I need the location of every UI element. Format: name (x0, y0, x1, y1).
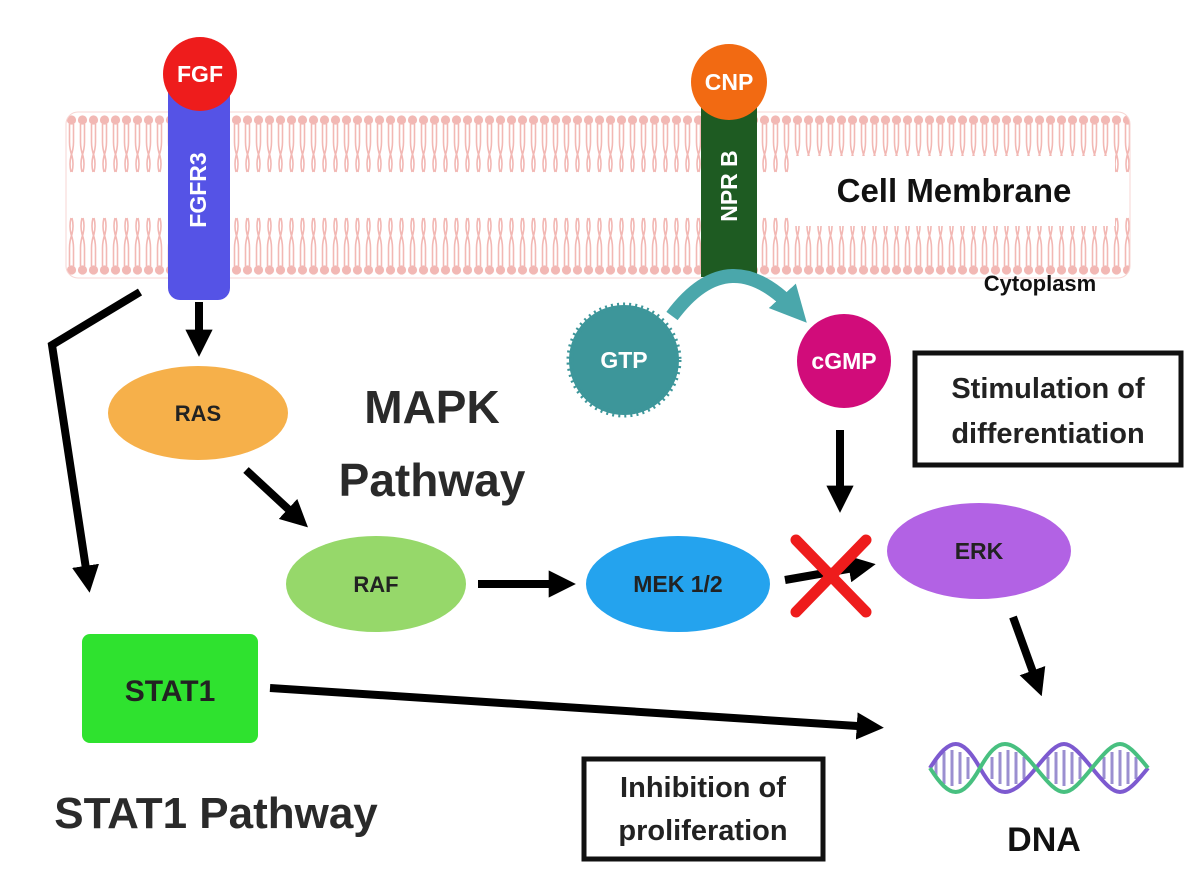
cytoplasm-label: Cytoplasm (984, 271, 1096, 296)
stat1-label: STAT1 (125, 675, 216, 708)
ras-node: RAS (108, 366, 288, 460)
raf-label: RAF (353, 572, 398, 597)
dna-label: DNA (1007, 821, 1081, 859)
cell-membrane-label: Cell Membrane (837, 172, 1072, 209)
nprb-label: NPR B (716, 150, 742, 222)
stat1-node: STAT1 (82, 634, 258, 743)
dna-helix-icon (928, 742, 1150, 794)
erk-to-dna-arrow (1009, 615, 1046, 697)
cnp-ligand: CNP (691, 44, 767, 120)
inhibition-line2: proliferation (618, 815, 787, 847)
mapk-title-line1: MAPK (364, 381, 499, 433)
fgfr3-receptor: FGFR3 (168, 80, 230, 300)
gtp-label: GTP (600, 347, 647, 373)
cell-membrane (65, 111, 1131, 279)
ras-label: RAS (175, 401, 221, 426)
raf-node: RAF (286, 536, 466, 632)
mek-node: MEK 1/2 (586, 536, 770, 632)
pathway-arrows (47, 288, 1046, 740)
stimulation-line2: differentiation (951, 418, 1144, 450)
stat1-to-dna-arrow (269, 684, 884, 740)
cell-membrane-label-box: Cell Membrane (793, 156, 1115, 226)
fgf-ligand: FGF (163, 37, 237, 111)
inhibition-box: Inhibition of proliferation (581, 756, 826, 862)
fgfr3-to-stat1-arrow (47, 288, 143, 593)
cgmp-molecule: cGMP (797, 314, 891, 408)
nprb-receptor: NPR B (701, 105, 757, 277)
block-x-icon (790, 534, 872, 618)
mek-label: MEK 1/2 (633, 571, 722, 597)
mapk-title-line2: Pathway (339, 454, 526, 506)
cnp-label: CNP (705, 69, 754, 95)
stat1-pathway-title: STAT1 Pathway (54, 789, 378, 838)
fgf-label: FGF (177, 61, 223, 87)
erk-label: ERK (955, 538, 1004, 564)
stimulation-line1: Stimulation of (951, 373, 1145, 405)
gtp-to-cgmp-arrow (666, 269, 807, 323)
fgfr3-label: FGFR3 (185, 152, 211, 227)
gtp-molecule: GTP (566, 302, 682, 418)
stimulation-box: Stimulation of differentiation (912, 350, 1184, 468)
ras-to-raf-arrow (243, 467, 308, 528)
erk-node: ERK (887, 503, 1071, 599)
inhibition-line1: Inhibition of (620, 772, 786, 804)
cgmp-label: cGMP (811, 348, 876, 374)
